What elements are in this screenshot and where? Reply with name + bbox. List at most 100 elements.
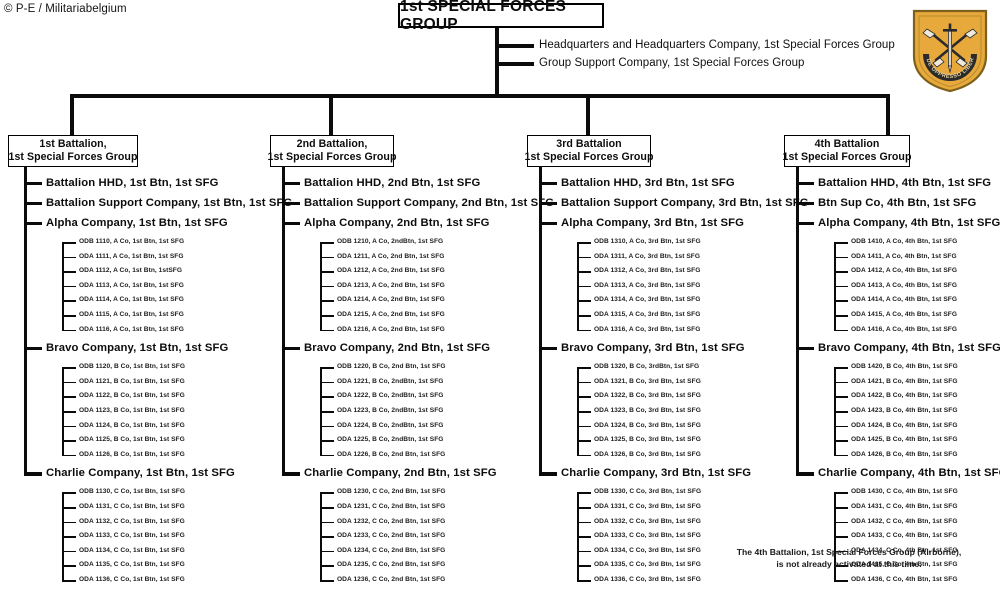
team-item[interactable]: ODA 1133, C Co, 1st Btn, 1st SFG [79,532,185,540]
team-item[interactable]: ODA 1212, A Co, 2nd Btn, 1st SFG [337,267,445,275]
team-item[interactable]: ODB 1210, A Co, 2ndBtn, 1st SFG [337,238,444,245]
team-item[interactable]: ODA 1235, C Co, 2nd Btn, 1st SFG [337,561,446,569]
battalion-4-company-3[interactable]: Charlie Company, 4th Btn, 1st SFG [818,467,1000,480]
team-item[interactable]: ODA 1232, C Co, 2nd Btn, 1st SFG [337,517,446,525]
battalion-4-direct-item-1[interactable]: Battalion HHD, 4th Btn, 1st SFG [818,177,992,189]
team-item[interactable]: ODA 1324, B Co, 3rd Btn, 1st SFG [594,421,701,429]
team-item[interactable]: ODB 1420, B Co, 4th Btn, 1st SFG [851,363,958,371]
battalion-1-direct-item-1[interactable]: Battalion HHD, 1st Btn, 1st SFG [46,177,219,189]
team-item[interactable]: ODA 1315, A Co, 3rd Btn, 1st SFG [594,311,701,318]
team-item[interactable]: ODA 1332, C Co, 3rd Btn, 1st SFG [594,517,701,525]
team-item[interactable]: ODA 1325, B Co, 3rd Btn, 1st SFG [594,436,701,444]
team-item[interactable]: ODA 1222, B Co, 2ndBtn, 1st SFG [337,392,444,400]
team-item[interactable]: ODA 1414, A Co, 4th Btn, 1st SFG [851,296,958,304]
team-item[interactable]: ODA 1412, A Co, 4th Btn, 1st SFG [851,267,958,275]
team-item[interactable]: ODA 1322, B Co, 3rd Btn, 1st SFG [594,392,701,400]
team-item[interactable]: ODA 1236, C Co, 2nd Btn, 1st SFG [337,576,446,583]
team-item[interactable]: ODA 1111, A Co, 1st Btn, 1st SFG [79,252,184,260]
team-item[interactable]: ODA 1316, A Co, 3rd Btn, 1st SFG [594,325,701,333]
battalion-2-company-3[interactable]: Charlie Company, 2nd Btn, 1st SFG [304,467,497,480]
team-item[interactable]: ODA 1224, B Co, 2ndBtn, 1st SFG [337,421,444,429]
team-item[interactable]: ODA 1234, C Co, 2nd Btn, 1st SFG [337,546,446,554]
team-item[interactable]: ODA 1113, A Co, 1st Btn, 1st SFG [79,281,184,289]
team-item[interactable]: ODA 1233, C Co, 2nd Btn, 1st SFG [337,532,446,540]
team-item[interactable]: ODA 1136, C Co, 1st Btn, 1st SFG [79,576,185,583]
staff-item-gsc[interactable]: Group Support Company, 1st Special Force… [539,57,805,69]
team-item[interactable]: ODA 1211, A Co, 2nd Btn, 1st SFG [337,252,445,260]
team-item[interactable]: ODA 1115, A Co, 1st Btn, 1st SFG [79,311,184,318]
battalion-1-company-3[interactable]: Charlie Company, 1st Btn, 1st SFG [46,467,235,480]
team-item[interactable]: ODA 1436, C Co, 4th Btn, 1st SFG [851,576,958,583]
battalion-3-direct-item-2[interactable]: Battalion Support Company, 3rd Btn, 1st … [561,197,809,209]
battalion-1-company-2[interactable]: Bravo Company, 1st Btn, 1st SFG [46,342,229,355]
team-item[interactable]: ODA 1422, B Co, 4th Btn, 1st SFG [851,392,958,400]
staff-item-hhc[interactable]: Headquarters and Headquarters Company, 1… [539,39,895,51]
team-item[interactable]: ODA 1215, A Co, 2nd Btn, 1st SFG [337,311,445,318]
team-item[interactable]: ODA 1231, C Co, 2nd Btn, 1st SFG [337,503,446,510]
team-item[interactable]: ODA 1112, A Co, 1st Btn, 1stSFG [79,267,183,275]
battalion-3-company-2[interactable]: Bravo Company, 3rd Btn, 1st SFG [561,342,745,355]
team-item[interactable]: ODA 1135, C Co, 1st Btn, 1st SFG [79,561,185,569]
team-item[interactable]: ODB 1120, B Co, 1st Btn, 1st SFG [79,363,186,371]
team-item[interactable]: ODA 1312, A Co, 3rd Btn, 1st SFG [594,267,701,275]
team-item[interactable]: ODA 1323, B Co, 3rd Btn, 1st SFG [594,407,701,414]
team-item[interactable]: ODB 1230, C Co, 2nd Btn, 1st SFG [337,488,446,496]
team-item[interactable]: ODA 1213, A Co, 2nd Btn, 1st SFG [337,281,445,289]
team-item[interactable]: ODA 1121, B Co, 1st Btn, 1st SFG [79,377,185,385]
team-item[interactable]: ODB 1110, A Co, 1st Btn, 1st SFG [79,238,185,245]
team-item[interactable]: ODA 1311, A Co, 3rd Btn, 1st SFG [594,252,701,260]
team-item[interactable]: ODA 1335, C Co, 3rd Btn, 1st SFG [594,561,701,569]
team-item[interactable]: ODA 1331, C Co, 3rd Btn, 1st SFG [594,503,701,510]
battalion-4-company-1[interactable]: Alpha Company, 4th Btn, 1st SFG [818,217,1000,229]
team-item[interactable]: ODA 1114, A Co, 1st Btn, 1st SFG [79,296,184,304]
team-item[interactable]: ODB 1130, C Co, 1st Btn, 1st SFG [79,488,186,496]
battalion-3-company-1[interactable]: Alpha Company, 3rd Btn, 1st SFG [561,217,745,229]
team-item[interactable]: ODA 1433, C Co, 4th Btn, 1st SFG [851,532,958,540]
team-item[interactable]: ODA 1413, A Co, 4th Btn, 1st SFG [851,281,958,289]
team-item[interactable]: ODA 1125, B Co, 1st Btn, 1st SFG [79,436,185,444]
team-item[interactable]: ODA 1225, B Co, 2ndBtn, 1st SFG [337,436,444,444]
battalion-box-2[interactable]: 2nd Battalion, 1st Special Forces Group [268,135,396,167]
team-item[interactable]: ODA 1123, B Co, 1st Btn, 1st SFG [79,407,185,414]
battalion-4-direct-item-2[interactable]: Btn Sup Co, 4th Btn, 1st SFG [818,197,977,209]
team-item[interactable]: ODA 1423, B Co, 4th Btn, 1st SFG [851,407,958,414]
team-item[interactable]: ODB 1330, C Co, 3rd Btn, 1st SFG [594,488,702,496]
team-item[interactable]: ODB 1220, B Co, 2nd Btn, 1st SFG [337,363,446,371]
battalion-1-direct-item-2[interactable]: Battalion Support Company, 1st Btn, 1st … [46,197,293,209]
team-item[interactable]: ODA 1434, C Co, 4th Btn, 1st SFG [851,546,958,554]
team-item[interactable]: ODB 1430, C Co, 4th Btn, 1st SFG [851,488,958,496]
team-item[interactable]: ODA 1314, A Co, 3rd Btn, 1st SFG [594,296,701,304]
battalion-3-direct-item-1[interactable]: Battalion HHD, 3rd Btn, 1st SFG [561,177,735,189]
battalion-box-4[interactable]: 4th Battalion 1st Special Forces Group [783,135,911,167]
team-item[interactable]: ODA 1431, C Co, 4th Btn, 1st SFG [851,503,958,510]
team-item[interactable]: ODA 1424, B Co, 4th Btn, 1st SFG [851,421,958,429]
battalion-box-1[interactable]: 1st Battalion, 1st Special Forces Group [8,135,138,167]
root-title-box[interactable]: 1st SPECIAL FORCES GROUP [398,0,604,33]
battalion-2-direct-item-2[interactable]: Battalion Support Company, 2nd Btn, 1st … [304,197,555,209]
battalion-4-company-2[interactable]: Bravo Company, 4th Btn, 1st SFG [818,342,1000,355]
team-item[interactable]: ODA 1416, A Co, 4th Btn, 1st SFG [851,325,958,333]
team-item[interactable]: ODB 1410, A Co, 4th Btn, 1st SFG [851,238,958,245]
team-item[interactable]: ODA 1411, A Co, 4th Btn, 1st SFG [851,252,957,260]
team-item[interactable]: ODA 1415, A Co, 4th Btn, 1st SFG [851,311,958,318]
team-item[interactable]: ODA 1214, A Co, 2nd Btn, 1st SFG [337,296,445,304]
team-item[interactable]: ODA 1334, C Co, 3rd Btn, 1st SFG [594,546,701,554]
battalion-2-direct-item-1[interactable]: Battalion HHD, 2nd Btn, 1st SFG [304,177,481,189]
team-item[interactable]: ODA 1432, C Co, 4th Btn, 1st SFG [851,517,958,525]
team-item[interactable]: ODA 1122, B Co, 1st Btn, 1st SFG [79,392,185,400]
team-item[interactable]: ODA 1132, C Co, 1st Btn, 1st SFG [79,517,185,525]
team-item[interactable]: ODA 1336, C Co, 3rd Btn, 1st SFG [594,576,701,583]
team-item[interactable]: ODA 1226, B Co, 2nd Btn, 1st SFG [337,450,446,458]
team-item[interactable]: ODB 1310, A Co, 3rd Btn, 1st SFG [594,238,701,245]
team-item[interactable]: ODA 1124, B Co, 1st Btn, 1st SFG [79,421,185,429]
battalion-2-company-2[interactable]: Bravo Company, 2nd Btn, 1st SFG [304,342,491,355]
team-item[interactable]: ODA 1435, C Co, 4th Btn, 1st SFG [851,561,958,569]
team-item[interactable]: ODA 1126, B Co, 1st Btn, 1st SFG [79,450,185,458]
battalion-2-company-1[interactable]: Alpha Company, 2nd Btn, 1st SFG [304,217,490,229]
team-item[interactable]: ODA 1421, B Co, 4th Btn, 1st SFG [851,377,958,385]
team-item[interactable]: ODA 1116, A Co, 1st Btn, 1st SFG [79,325,184,333]
team-item[interactable]: ODA 1326, B Co, 3rd Btn, 1st SFG [594,450,701,458]
battalion-1-company-1[interactable]: Alpha Company, 1st Btn, 1st SFG [46,217,228,229]
team-item[interactable]: ODB 1320, B Co, 3rdBtn, 1st SFG [594,363,700,371]
team-item[interactable]: ODA 1425, B Co, 4th Btn, 1st SFG [851,436,958,444]
